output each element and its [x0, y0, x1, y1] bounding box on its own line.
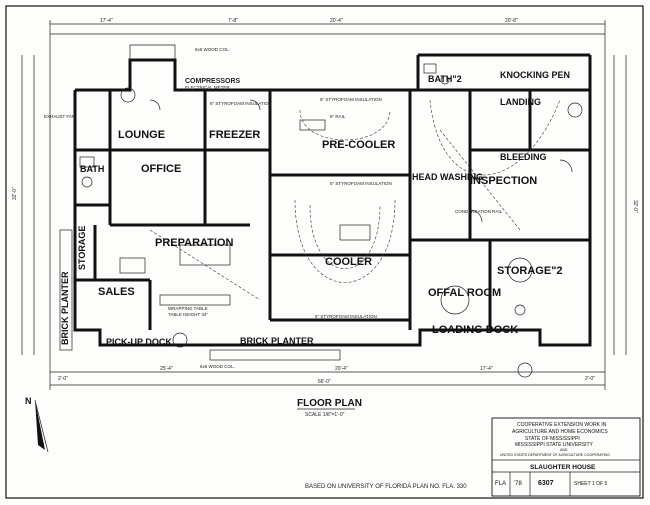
- note-table-height: TABLE HEIGHT 34": [168, 312, 208, 317]
- note-styrofoam-top: 5" STYROFOAM INSULATION: [320, 97, 382, 102]
- bottom-dim-2: 25'-4": [160, 366, 173, 372]
- title-block-line4: MISSISSIPPI STATE UNIVERSITY: [515, 442, 594, 448]
- note-exhaust-fan: EXHAUST FAN: [44, 114, 75, 119]
- note-wrapping-table: WRAPPING TABLE: [168, 306, 208, 311]
- room-knocking-pen: KNOCKING PEN: [500, 70, 570, 80]
- room-pre-cooler: PRE-COOLER: [322, 139, 395, 151]
- overall-width-dim: 66'-0": [318, 379, 331, 385]
- bottom-dim-1: 2'-0": [58, 376, 68, 382]
- title-block-year: '78: [514, 481, 522, 487]
- bottom-dim-3: 20'-4": [335, 366, 348, 372]
- room-inspection: INSPECTION: [470, 175, 537, 187]
- drawing-title: FLOOR PLAN: [297, 398, 362, 409]
- label-brick-planter-bottom: BRICK PLANTER: [240, 336, 314, 346]
- north-label: N: [25, 396, 32, 406]
- note-condensation-rail: CONDENSATION RAIL: [455, 209, 503, 214]
- title-block-state: FLA: [495, 481, 506, 487]
- room-bleeding: BLEEDING: [500, 152, 547, 162]
- dimension-lines: [21, 20, 627, 390]
- room-preparation: PREPARATION: [155, 237, 233, 249]
- right-side-dim: 32'-0": [632, 200, 638, 213]
- room-office: OFFICE: [141, 163, 181, 175]
- room-freezer: FREEZER: [209, 129, 260, 141]
- title-block-sheet: SHEET 1 OF 5: [574, 481, 607, 487]
- note-styrofoam-mid: 5" STYROFOAM INSULATION: [330, 181, 392, 186]
- room-landing: LANDING: [500, 97, 541, 107]
- bottom-dim-5: 2'-0": [585, 376, 595, 382]
- room-bath-2: BATH"2: [428, 74, 462, 84]
- room-lounge: LOUNGE: [118, 129, 165, 141]
- fixtures: [79, 44, 573, 315]
- sheet-border: [5, 5, 644, 499]
- room-loading-dock: LOADING DOCK: [432, 324, 518, 336]
- top-dim-1: 17'-4": [100, 18, 113, 24]
- bottom-dim-4: 17'-4": [480, 366, 493, 372]
- top-dim-2: 7'-8": [228, 18, 238, 24]
- note-wood-col: 6x6 WOOD COL.: [195, 47, 230, 52]
- note-styrofoam-freezer: 6" STYROFOAM INSULATION: [210, 101, 272, 106]
- brick-planter-left: [59, 229, 73, 351]
- top-dim-3: 20'-4": [330, 18, 343, 24]
- title-block-line6: UNITED STATES DEPARTMENT OF AGRICULTURE …: [500, 453, 610, 457]
- north-arrow: N: [25, 396, 49, 453]
- room-sales: SALES: [98, 286, 135, 298]
- title-block-line3: STATE OF MISSISSIPPI: [525, 436, 580, 442]
- title-block-project: SLAUGHTER HOUSE: [530, 464, 596, 471]
- note-compressors: COMPRESSORS: [185, 78, 241, 85]
- exterior-walls: [73, 53, 592, 347]
- room-pick-up-dock: PICK-UP DOCK: [106, 337, 172, 347]
- room-bath-1: BATH: [80, 164, 104, 174]
- section-markers: [120, 87, 583, 378]
- note-wood-col-bottom: 6x6 WOOD COL.: [200, 364, 235, 369]
- left-side-dim: 32'-0": [12, 187, 18, 200]
- room-head-washing: HEAD WASHING: [412, 172, 483, 182]
- note-styrofoam-bottom: 5" STYROFOAM INSULATION: [315, 314, 377, 319]
- room-offal-room: OFFAL ROOM: [428, 287, 501, 299]
- title-block: [491, 417, 641, 497]
- room-cooler: COOLER: [325, 256, 372, 268]
- interior-walls: [75, 90, 590, 330]
- based-on-note: BASED ON UNIVERSITY OF FLORIDA PLAN NO. …: [305, 484, 467, 490]
- note-rail: 6" RAIL: [330, 114, 346, 119]
- brick-planter-bottom: [209, 349, 341, 361]
- title-block-line1: COOPERATIVE EXTENSION WORK IN: [517, 422, 607, 428]
- top-dim-4: 20'-8": [505, 18, 518, 24]
- drawing-scale: SCALE 1/8"=1'-0": [305, 412, 345, 418]
- title-block-plan-no: 6307: [538, 480, 554, 487]
- room-storage-2: STORAGE"2: [497, 265, 563, 277]
- title-block-line2: AGRICULTURE AND HOME ECONOMICS: [512, 429, 608, 435]
- room-storage-1: STORAGE: [77, 226, 87, 270]
- note-electrical-meter: ELECTRICAL METER: [185, 85, 230, 90]
- label-brick-planter-left: BRICK PLANTER: [60, 271, 70, 345]
- title-block-line5: AND: [560, 448, 568, 452]
